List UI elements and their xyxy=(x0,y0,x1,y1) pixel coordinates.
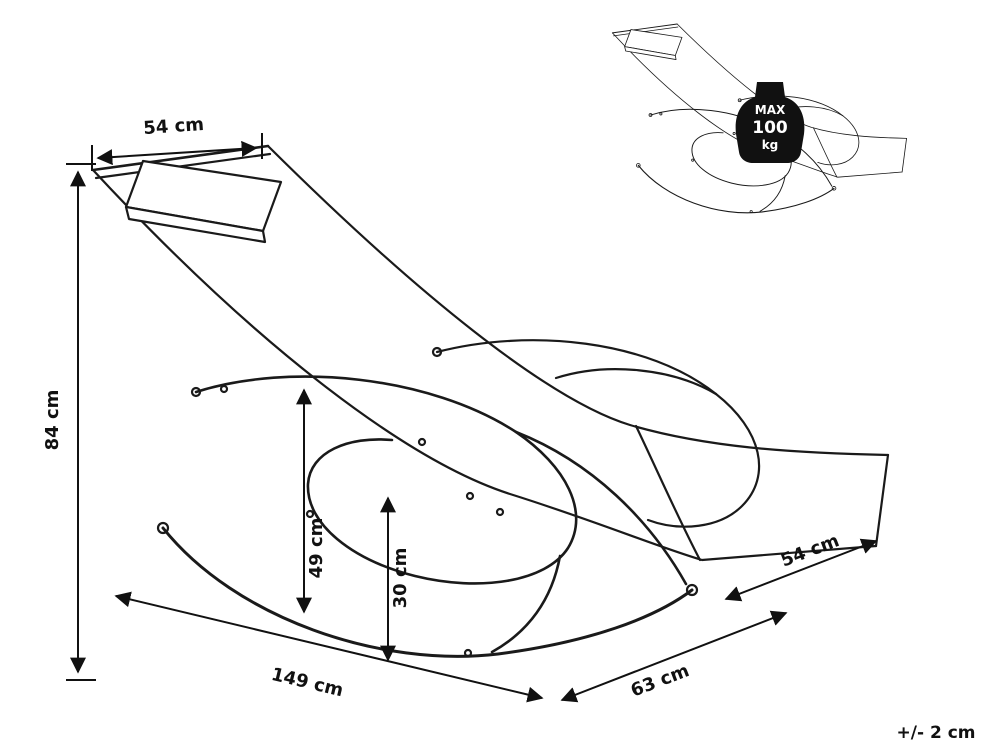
dim-arrow-head-width xyxy=(96,140,258,166)
sling-far-edge xyxy=(266,144,890,457)
armrest-loop-far xyxy=(435,339,761,528)
rear-leg-near xyxy=(514,430,688,586)
dim-label-overall-length: 149 cm xyxy=(269,664,345,702)
screw-b xyxy=(417,437,427,447)
dim-label-overall-height: 84 cm xyxy=(42,390,63,451)
weight-limit-value: 100 xyxy=(752,118,788,138)
screw-a xyxy=(219,384,229,394)
dim-label-head-width: 54 cm xyxy=(143,114,205,139)
footrest-end-edge xyxy=(874,453,890,548)
screw-d xyxy=(495,507,505,517)
rocker-end-cap-right xyxy=(685,583,699,597)
head-pillow-side xyxy=(124,205,267,244)
screw-e xyxy=(305,509,315,519)
dim-label-base-depth: 63 cm xyxy=(628,660,692,701)
armrest-end-cap-far xyxy=(431,346,443,358)
weight-bottle-shape xyxy=(735,82,805,163)
dim-arrow-foot-width xyxy=(724,538,878,602)
dim-arrow-overall-length xyxy=(114,591,544,703)
rocker-rail xyxy=(161,526,694,658)
tolerance-note: +/- 2 cm xyxy=(897,723,976,743)
lounger-chair-drawing xyxy=(91,144,890,658)
dim-arrow-base-depth xyxy=(560,610,788,703)
armrest-loop-near xyxy=(194,375,578,585)
weight-limit-unit: kg xyxy=(762,138,779,152)
footrest-fold-line xyxy=(634,424,702,562)
screw-f xyxy=(463,648,473,658)
sling-near-edge xyxy=(91,168,878,562)
dim-label-armrest-height: 49 cm xyxy=(306,518,327,579)
rocker-end-cap-left xyxy=(156,521,170,535)
weight-limit-prefix: MAX xyxy=(755,103,786,117)
screw-c xyxy=(465,491,475,501)
armrest-loop-far-inner xyxy=(554,368,718,396)
armrest-end-cap xyxy=(190,386,202,398)
front-leg-near xyxy=(490,554,562,654)
dim-label-foot-width: 54 cm xyxy=(778,530,842,571)
weight-limit-icon: MAX 100 kg xyxy=(735,82,805,163)
dim-label-seat-height: 30 cm xyxy=(390,548,411,609)
